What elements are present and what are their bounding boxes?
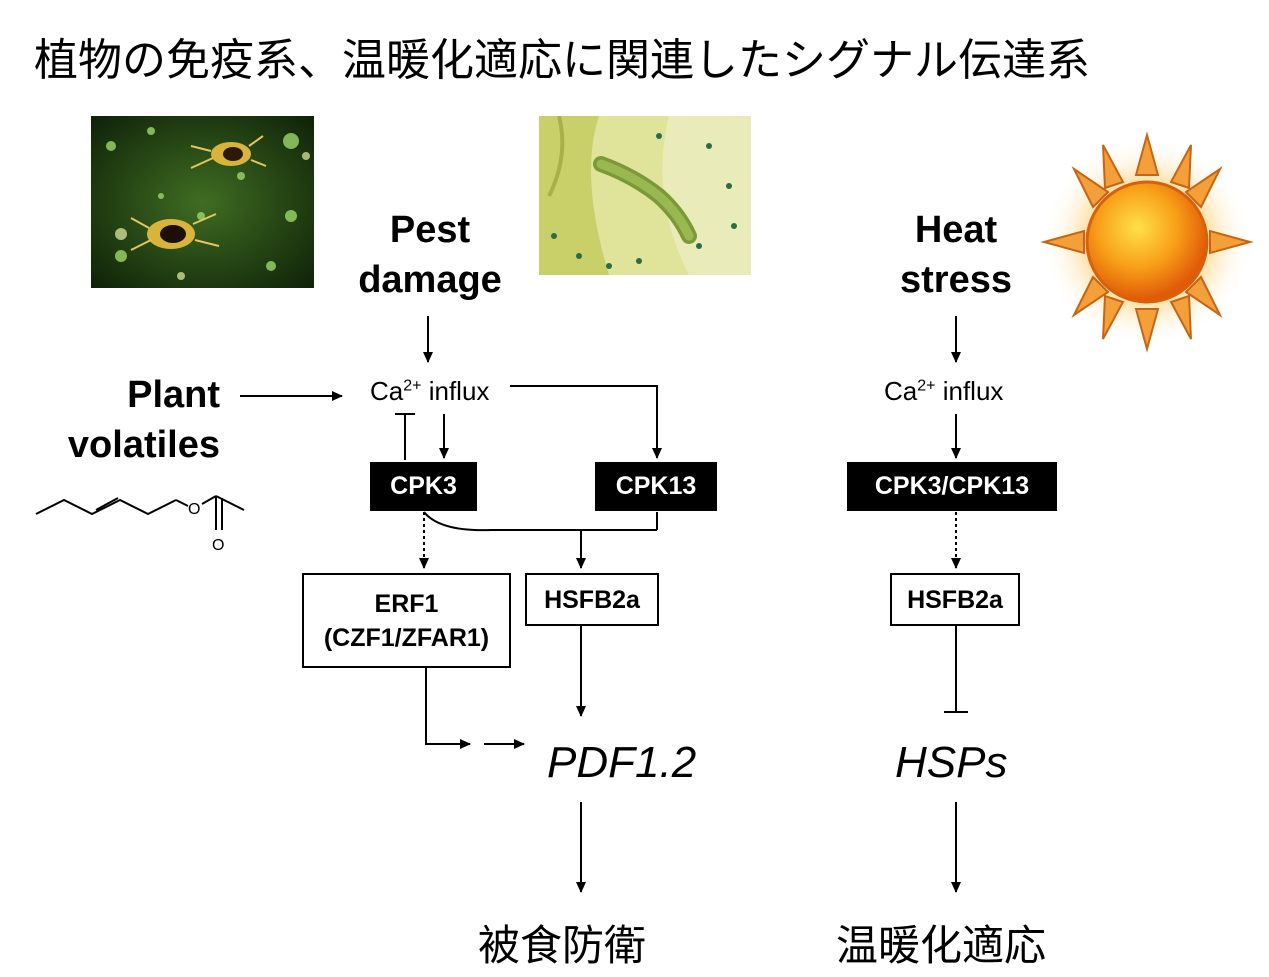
ca-symbol: Ca: [370, 376, 404, 406]
cpk3-box: CPK3: [370, 462, 477, 511]
ca-charge-right: 2+: [917, 377, 936, 395]
plant-volatiles-label: Plant volatiles: [45, 370, 220, 470]
ca-influx-right: Ca2+ influx: [884, 376, 1003, 407]
hexenyl-acetate-structure-icon: O O: [35, 495, 245, 554]
hsfb2a-box-left: HSFB2a: [525, 573, 659, 626]
heat-stress-line1: Heat: [914, 209, 998, 251]
ca-influx-left: Ca2+ influx: [370, 376, 489, 407]
sun-icon: [1040, 130, 1255, 360]
hsfb2a-box-right: HSFB2a: [890, 573, 1020, 626]
cpk3-cpk13-box: CPK3/CPK13: [847, 462, 1057, 511]
plant-volatiles-line1: Plant: [127, 374, 220, 416]
hsps-gene: HSPs: [895, 738, 1008, 787]
influx-text: influx: [421, 376, 490, 406]
czf1-zfar1-label: (CZF1/ZFAR1): [323, 623, 490, 652]
pest-damage-line2: damage: [358, 259, 502, 301]
pest-damage-line1: Pest: [389, 209, 471, 251]
plant-volatiles-line2: volatiles: [67, 424, 220, 466]
erf1-label: ERF1: [374, 589, 439, 618]
pdf12-gene: PDF1.2: [547, 738, 697, 787]
erf1-box: ERF1 (CZF1/ZFAR1): [302, 573, 511, 668]
page-title: 植物の免疫系、温暖化適応に関連したシグナル伝達系: [34, 35, 1090, 86]
warming-adaptation-label: 温暖化適応: [836, 921, 1047, 970]
cpk13-box: CPK13: [595, 462, 717, 511]
ca-symbol-right: Ca: [884, 376, 918, 406]
svg-text:O: O: [188, 501, 200, 518]
ca-charge: 2+: [403, 377, 422, 395]
influx-text-right: influx: [935, 376, 1004, 406]
arrow-erf1-to-pdf: [425, 668, 471, 749]
caterpillar-photo: [539, 116, 751, 275]
pest-damage-label: Pest damage: [330, 205, 530, 305]
link-cpk3-to-hsfb2a: [423, 511, 657, 532]
heat-stress-line2: stress: [900, 259, 1012, 301]
arrow-ca-to-cpk13: [510, 385, 662, 459]
mite-photo: [91, 116, 314, 288]
herbivory-defense-label: 被食防衛: [478, 921, 647, 970]
svg-text:O: O: [212, 537, 224, 554]
heat-stress-label: Heat stress: [856, 205, 1056, 305]
